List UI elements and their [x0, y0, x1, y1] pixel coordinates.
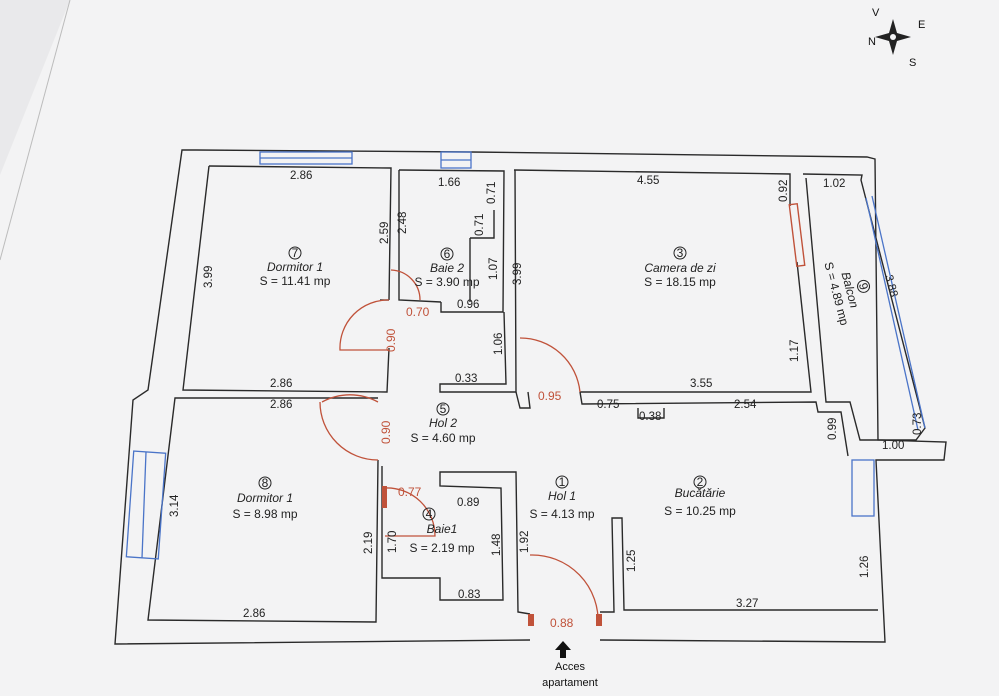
dimension-label: 1.07: [488, 258, 500, 280]
dimension-label: 0.38: [639, 411, 661, 423]
room-number: 6: [444, 247, 451, 261]
room-area: S = 10.25 mp: [664, 504, 736, 518]
room-area: S = 11.41 mp: [260, 274, 331, 288]
dimension-label: 1.66: [438, 177, 460, 189]
dimension-label: 3.55: [690, 378, 712, 390]
dimension-label: 1.48: [491, 534, 503, 556]
dimension-labels: 2.86 3.99 2.59 2.48 1.66 0.71 0.71 1.07 …: [169, 170, 924, 620]
room-number: 3: [677, 246, 684, 260]
dimension-label: 2.59: [379, 222, 391, 244]
dimension-label: 0.71: [474, 214, 486, 236]
entrance-label-sub: apartament: [542, 677, 598, 689]
door-label: 0.90: [379, 420, 393, 444]
room-number: 2: [697, 475, 704, 489]
entrance-arrow-icon: [555, 641, 571, 658]
door-labels: 0.70 0.90 0.95 0.90 0.77 0.88: [379, 305, 574, 630]
dimension-label: 0.83: [458, 589, 480, 601]
compass-icon: [875, 19, 911, 55]
room-hol-1: 1 Hol 1 S = 4.13 mp: [529, 475, 594, 521]
dimension-label: 2.19: [363, 532, 375, 554]
dimension-label: 0.73: [912, 413, 924, 435]
door-swings: [319, 202, 806, 626]
dimension-label: 1.70: [387, 531, 399, 553]
dimension-label: 3.99: [512, 263, 524, 285]
room-camera-3: 3 Camera de zi S = 18.15 mp: [644, 246, 716, 289]
dimension-label: 3.99: [203, 266, 215, 288]
room-name: Dormitor 1: [267, 260, 323, 274]
room-number: 4: [426, 507, 433, 521]
room-area: S = 4.13 mp: [529, 507, 594, 521]
dimension-label: 0.71: [486, 182, 498, 204]
dimension-label: 3.88: [882, 274, 899, 299]
dimension-label: 2.86: [290, 170, 312, 182]
room-baie-4: 4 Baie1 S = 2.19 mp: [409, 507, 474, 555]
dimension-label: 1.25: [626, 550, 638, 572]
dimension-label: 3.27: [736, 598, 758, 610]
dimension-label: 1.26: [859, 556, 871, 578]
entrance-label: Acces: [555, 661, 585, 673]
dimension-label: 2.48: [397, 212, 409, 234]
room-name: Baie 2: [430, 261, 464, 275]
room-name: Bucătărie: [675, 486, 726, 500]
dimension-label: 0.92: [778, 180, 790, 202]
compass-south-label: S: [909, 57, 916, 69]
room-number: 7: [292, 246, 299, 260]
dimension-label: 1.17: [789, 340, 801, 362]
dimension-label: 0.89: [457, 497, 479, 509]
dimension-label: 1.06: [493, 333, 505, 355]
room-area: S = 3.90 mp: [414, 275, 479, 289]
room-hol-5: 5 Hol 2 S = 4.60 mp: [410, 402, 475, 445]
dimension-label: 0.96: [457, 299, 479, 311]
room-dormitor-8: 8 Dormitor 1 S = 8.98 mp: [232, 476, 297, 521]
room-area: S = 8.98 mp: [232, 507, 297, 521]
door-label: 0.77: [398, 485, 422, 499]
compass-west-label: V: [872, 7, 880, 19]
dimension-label: 1.92: [519, 531, 531, 553]
room-number: 1: [559, 475, 566, 489]
dimension-label: 0.33: [455, 373, 477, 385]
dimension-label: 1.02: [823, 178, 845, 190]
dimension-label: 0.75: [597, 399, 619, 411]
room-name: Dormitor 1: [237, 491, 293, 505]
room-name: Hol 2: [429, 416, 457, 430]
dimension-label: 2.86: [270, 378, 292, 390]
dimension-label: 0.99: [827, 418, 839, 440]
room-dormitor-7: 7 Dormitor 1 S = 11.41 mp: [260, 246, 331, 288]
room-baie-6: 6 Baie 2 S = 3.90 mp: [414, 247, 479, 289]
door-label: 0.88: [550, 616, 574, 630]
windows: [125, 151, 926, 560]
door-label: 0.95: [538, 389, 562, 403]
room-name: Baie1: [427, 522, 458, 536]
dimension-label: 2.54: [734, 399, 757, 411]
room-number: 5: [440, 402, 447, 416]
compass-east-label: E: [918, 19, 925, 31]
room-area: S = 2.19 mp: [409, 541, 474, 555]
door-label: 0.70: [406, 305, 430, 319]
door-label: 0.90: [384, 328, 398, 352]
room-number: 8: [262, 476, 269, 490]
room-name: Camera de zi: [644, 261, 716, 275]
compass-north-label: N: [868, 36, 876, 48]
dimension-label: 3.14: [169, 494, 181, 517]
dimension-label: 4.55: [637, 175, 659, 187]
room-bucatarie-2: 2 Bucătărie S = 10.25 mp: [664, 475, 736, 518]
dimension-label: 1.00: [882, 440, 904, 452]
dimension-label: 2.86: [270, 399, 292, 411]
room-area: S = 4.60 mp: [410, 431, 475, 445]
room-name: Hol 1: [548, 489, 576, 503]
room-area: S = 18.15 mp: [644, 275, 716, 289]
room-number: 9: [856, 281, 871, 291]
dimension-label: 2.86: [243, 608, 265, 620]
